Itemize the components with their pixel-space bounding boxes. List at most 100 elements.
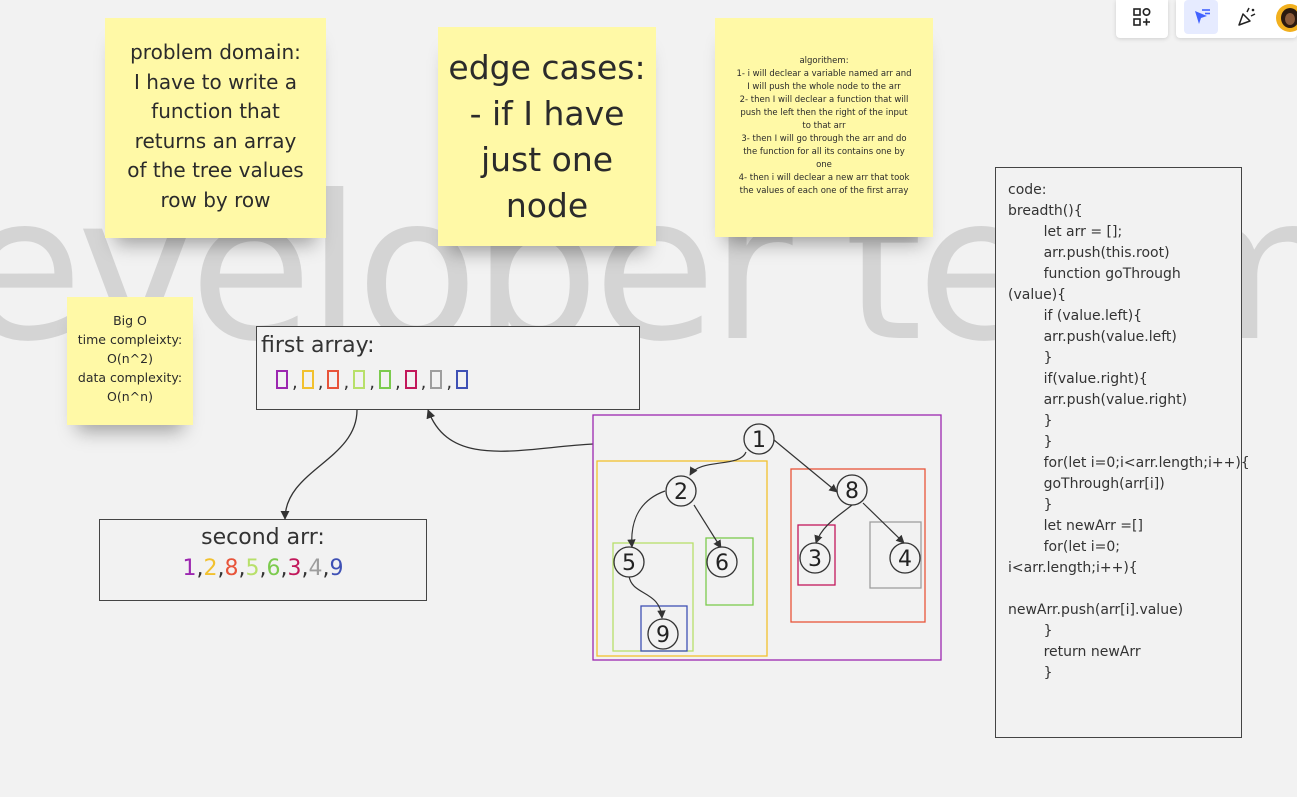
tree-node-2-label: 2: [674, 480, 688, 505]
code-line: }: [1008, 623, 1053, 639]
code-line: breadth(){: [1008, 203, 1083, 219]
code-line: }: [1008, 497, 1053, 513]
tree-node-3: 3: [799, 542, 831, 574]
code-block: code: breadth(){ let arr = []; arr.push(t…: [1008, 180, 1250, 684]
edge-2-5: [627, 490, 666, 548]
array-slot: [456, 370, 469, 389]
code-line: }: [1008, 350, 1053, 366]
tree-frame-node5: [612, 542, 694, 652]
code-frame[interactable]: code: breadth(){ let arr = []; arr.push(t…: [995, 167, 1250, 738]
code-line: }: [1008, 665, 1053, 681]
tree-frame-node4: [869, 521, 922, 589]
edge-5-9: [628, 575, 666, 619]
code-line: i<arr.length;i++){: [1008, 560, 1138, 576]
second-array-frame[interactable]: second arr: 1,2,8,5,6,3,4,9: [99, 519, 427, 601]
top-toolbar-right: [1176, 0, 1297, 38]
array-value: 2: [203, 556, 218, 581]
code-line: goThrough(arr[i]): [1008, 476, 1165, 492]
tree-node-1: 1: [743, 423, 775, 455]
code-line: code:: [1008, 182, 1047, 198]
array-value: 8: [224, 556, 239, 581]
second-array-label: second arr:: [201, 525, 325, 550]
tree-frame-node6: [705, 537, 754, 606]
code-line: arr.push(value.right): [1008, 392, 1188, 408]
tree-node-5: 5: [613, 546, 645, 578]
array-separator: ,: [394, 372, 401, 393]
edge-8-3: [814, 504, 853, 544]
tree-frame-node9: [640, 605, 688, 652]
array-slot: [404, 370, 417, 389]
array-value: 9: [329, 556, 344, 581]
tree-frame-left-subtree: [596, 460, 768, 657]
array-value: 5: [245, 556, 260, 581]
array-separator: ,: [280, 556, 288, 581]
shapes-plus-icon[interactable]: [1125, 0, 1159, 34]
code-line: newArr.push(arr[i].value): [1008, 602, 1184, 618]
array-separator: ,: [259, 556, 267, 581]
tree-node-5-label: 5: [622, 551, 636, 576]
second-array-values: 1,2,8,5,6,3,4,9: [100, 556, 426, 581]
code-line: arr.push(this.root): [1008, 245, 1170, 261]
code-line: if(value.right){: [1008, 371, 1148, 387]
array-separator: ,: [217, 556, 225, 581]
avatar[interactable]: [1276, 4, 1297, 32]
tree-node-1-label: 1: [752, 428, 766, 453]
edge-1-8: [773, 439, 838, 493]
tree-frame-right-subtree: [790, 468, 926, 623]
sticky-note-problem-domain[interactable]: problem domain: I have to write a functi…: [105, 18, 326, 238]
tree-frame-node3: [797, 524, 836, 586]
code-line: for(let i=0;: [1008, 539, 1120, 555]
array-slot: [378, 370, 391, 389]
edge-8-4: [862, 502, 905, 544]
connector-tree-to-first: [426, 409, 594, 452]
tree-node-4-label: 4: [898, 547, 912, 572]
array-separator: ,: [446, 372, 453, 393]
array-slot: [327, 370, 340, 389]
array-slot: [276, 370, 288, 389]
code-line: }: [1008, 413, 1053, 429]
array-separator: ,: [343, 372, 350, 393]
sticky-note-edge-cases[interactable]: edge cases: - if I have just one node: [438, 27, 656, 246]
edge-2-6: [693, 504, 722, 549]
array-value: 3: [287, 556, 302, 581]
sticky-note-big-o[interactable]: Big O time compleixty: O(n^2) data compl…: [67, 297, 193, 425]
tree-node-9: 9: [647, 618, 679, 650]
tree-node-9-label: 9: [656, 623, 670, 648]
array-value: 4: [308, 556, 323, 581]
tree-node-8: 8: [836, 474, 868, 506]
array-separator: ,: [196, 556, 204, 581]
first-array-label: first array:: [261, 333, 375, 358]
tree-node-8-label: 8: [845, 479, 859, 504]
array-value: 6: [266, 556, 281, 581]
code-line: let arr = [];: [1008, 224, 1123, 240]
array-separator: ,: [238, 556, 246, 581]
array-slot: [430, 370, 443, 389]
first-array-frame[interactable]: first array: ,,,,,,,: [256, 326, 640, 410]
tree-node-2: 2: [665, 475, 697, 507]
tree-node-3-label: 3: [808, 547, 822, 572]
array-slot: [301, 370, 314, 389]
array-separator: ,: [322, 556, 330, 581]
tree-frame-root: [592, 414, 942, 661]
code-line: (value){: [1008, 287, 1067, 303]
select-cursor-icon[interactable]: [1184, 0, 1218, 34]
first-array-slots: ,,,,,,,: [276, 369, 469, 393]
code-line: [1008, 579, 1250, 600]
array-separator: ,: [292, 372, 298, 393]
tree-node-4: 4: [889, 542, 921, 574]
sticky-note-algorithm[interactable]: algorithem: 1- i will declear a variable…: [715, 18, 933, 237]
code-line: let newArr =[]: [1008, 518, 1143, 534]
edge-1-2: [689, 451, 747, 476]
celebrate-icon[interactable]: [1229, 0, 1263, 34]
tree-node-6-label: 6: [715, 551, 729, 576]
array-value: 1: [182, 556, 197, 581]
code-line: return newArr: [1008, 644, 1141, 660]
array-separator: ,: [301, 556, 309, 581]
code-line: }: [1008, 434, 1053, 450]
array-separator: ,: [420, 372, 427, 393]
array-separator: ,: [317, 372, 324, 393]
code-line: arr.push(value.left): [1008, 329, 1177, 345]
tree-node-6: 6: [706, 546, 738, 578]
code-line: for(let i=0;i<arr.length;i++){: [1008, 455, 1250, 471]
connector-first-to-second: [280, 409, 358, 520]
